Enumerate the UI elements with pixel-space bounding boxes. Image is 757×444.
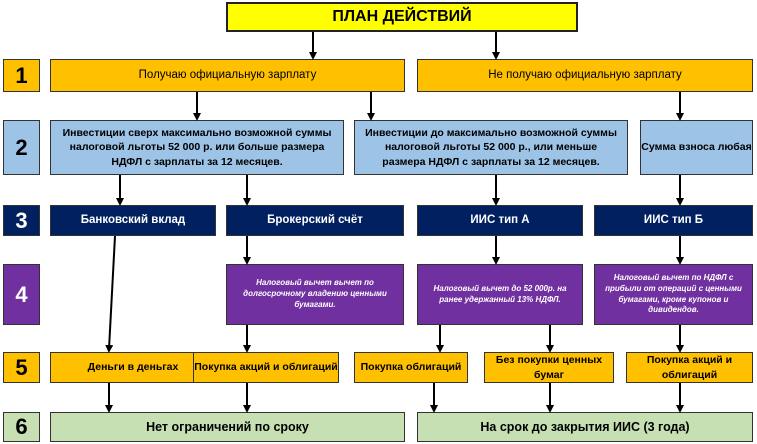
buy-bonds-box: Покупка облигаций bbox=[354, 352, 468, 383]
row-number-1: 1 bbox=[3, 59, 40, 92]
brokerage-account-box: Брокерский счёт bbox=[226, 205, 404, 236]
buy-stocks-bonds-box: Покупка акций и облигаций bbox=[193, 352, 339, 383]
any-amount-box: Сумма взноса любая bbox=[640, 120, 753, 175]
investments-above-limit-box: Инвестиции сверх максимально возможной с… bbox=[50, 120, 344, 175]
no-term-limit-box: Нет ограничений по сроку bbox=[50, 412, 405, 442]
iis-type-b-box: ИИС тип Б bbox=[594, 205, 753, 236]
row-number-3: 3 bbox=[3, 205, 40, 236]
row-number-2: 2 bbox=[3, 120, 40, 175]
broker-tax-deduction-box: Налоговый вычет вычет по долгосрочному в… bbox=[226, 264, 404, 325]
money-in-money-box: Деньги в деньгах bbox=[50, 352, 216, 383]
official-salary-box: Получаю официальную зарплату bbox=[50, 59, 405, 92]
iis-a-tax-deduction-box: Налоговый вычет до 52 000р. на ранее уде… bbox=[417, 264, 583, 325]
investments-below-limit-box: Инвестиции до максимально возможной сумм… bbox=[354, 120, 628, 175]
no-securities-box: Без покупки ценных бумаг bbox=[484, 352, 614, 383]
row-number-6: 6 bbox=[3, 412, 40, 442]
plan-title: ПЛАН ДЕЙСТВИЙ bbox=[226, 2, 578, 32]
until-iis-close-box: На срок до закрытия ИИС (3 года) bbox=[417, 412, 753, 442]
bank-deposit-box: Банковский вклад bbox=[50, 205, 216, 236]
buy-stocks-bonds-b-box: Покупка акций и облигаций bbox=[626, 352, 753, 383]
no-official-salary-box: Не получаю официальную зарплату bbox=[417, 59, 753, 92]
row-number-5: 5 bbox=[3, 352, 40, 383]
iis-type-a-box: ИИС тип А bbox=[417, 205, 583, 236]
arrow-deposit-to-money bbox=[105, 235, 116, 353]
row-number-4: 4 bbox=[3, 264, 40, 325]
iis-b-tax-deduction-box: Налоговый вычет по НДФЛ с прибыли от опе… bbox=[594, 264, 753, 325]
